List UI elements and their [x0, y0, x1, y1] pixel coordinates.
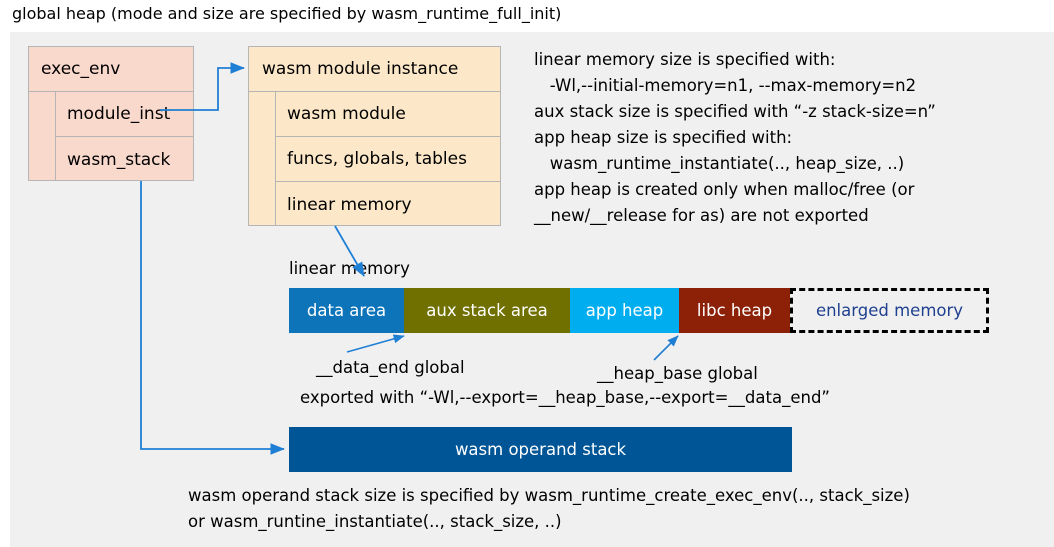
linear-memory-label: linear memory	[289, 259, 410, 278]
annotation-heap-base: __heap_base global	[597, 364, 758, 383]
exec-env-row-module-inst: module_inst	[56, 92, 193, 137]
wasm-module-instance-header: wasm module instance	[249, 47, 500, 92]
exec-env-header: exec_env	[29, 47, 193, 92]
memory-segment-aux-stack-area: aux stack area	[404, 288, 570, 333]
annotation-data-end: __data_end global	[316, 358, 465, 377]
wmi-row-wasm-module: wasm module	[276, 92, 500, 137]
memory-segment-enlarged-memory: enlarged memory	[790, 288, 989, 333]
wasm-module-instance-indent-column	[249, 92, 276, 225]
note-line-2: aux stack size is specified with “-z sta…	[534, 102, 936, 121]
note-line-3: app heap size is specified with:	[534, 128, 793, 147]
note-line-1: -Wl,--initial-memory=n1, --max-memory=n2	[534, 76, 917, 95]
exec-env-row-wasm-stack: wasm_stack	[67, 149, 171, 170]
memory-segment-libc-heap: libc heap	[679, 288, 790, 333]
page-title: global heap (mode and size are specified…	[12, 4, 562, 23]
wmi-row-linear-memory: linear memory	[287, 194, 412, 215]
wasm-module-instance-box: wasm module instance wasm module funcs, …	[248, 46, 501, 226]
note-line-6: __new/__release for as) are not exported	[534, 206, 869, 225]
note-line-4: wasm_runtime_instantiate(.., heap_size, …	[534, 154, 905, 173]
annotation-exported-flags: exported with “-Wl,--export=__heap_base,…	[300, 388, 830, 407]
note-line-5: app heap is created only when malloc/fre…	[534, 180, 915, 199]
memory-segment-data-area: data area	[289, 288, 404, 333]
operand-stack-note-line-1: or wasm_runtine_instantiate(.., stack_si…	[188, 512, 562, 531]
exec-env-indent-column	[29, 92, 56, 180]
configuration-notes: linear memory size is specified with: -W…	[534, 47, 1044, 229]
memory-segment-app-heap: app heap	[570, 288, 679, 333]
operand-stack-note-line-0: wasm operand stack size is specified by …	[188, 486, 910, 505]
note-line-0: linear memory size is specified with:	[534, 50, 836, 69]
exec-env-box: exec_env module_inst wasm_stack	[28, 46, 194, 181]
wasm-operand-stack-box: wasm operand stack	[289, 427, 792, 472]
operand-stack-note: wasm operand stack size is specified by …	[188, 483, 1038, 535]
wmi-row-funcs-globals-tables: funcs, globals, tables	[276, 137, 500, 182]
